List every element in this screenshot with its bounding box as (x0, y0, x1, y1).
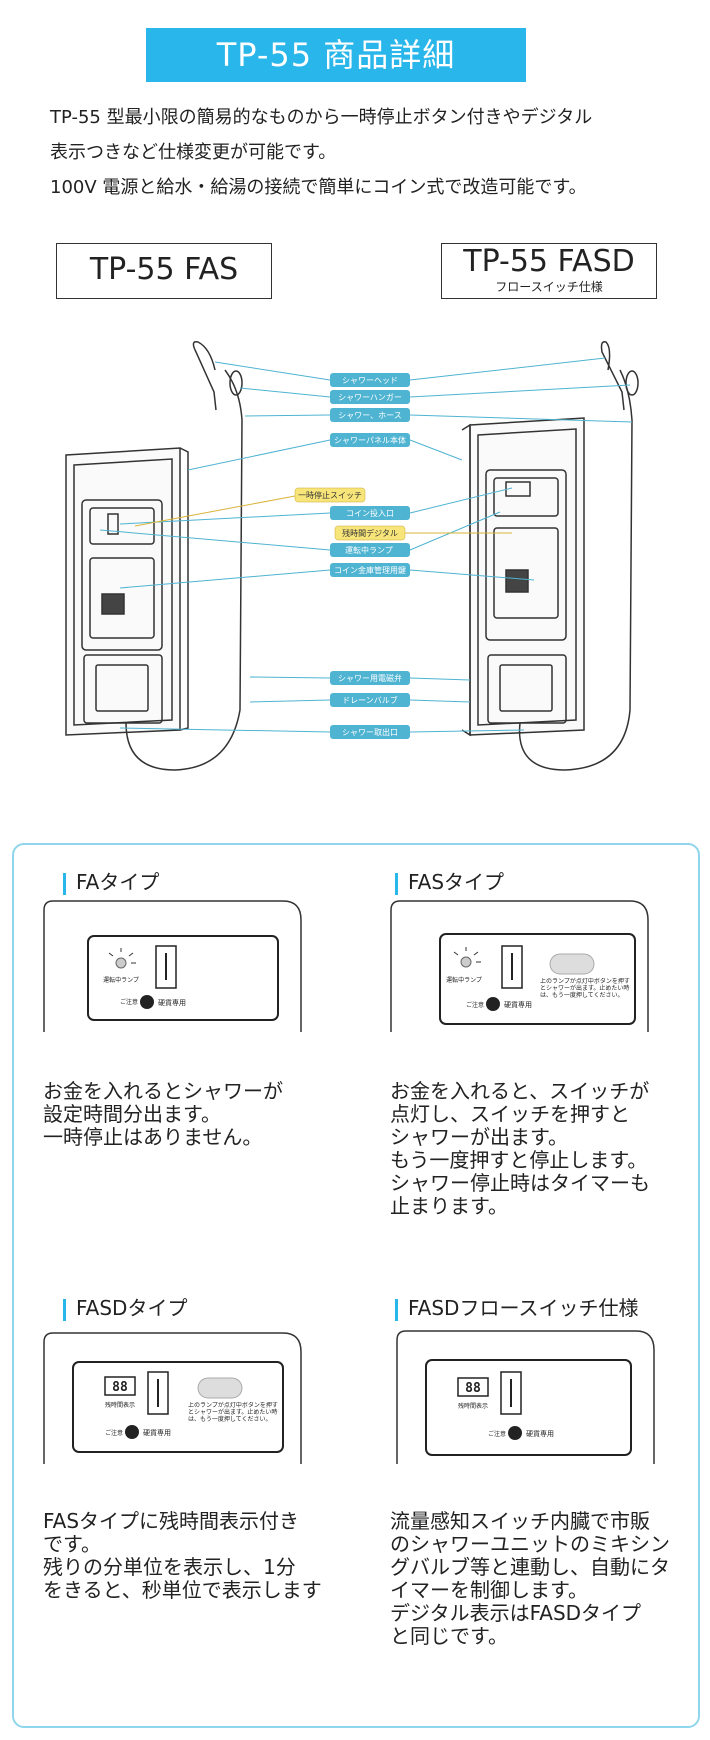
notice-label: ご注意 (105, 1429, 123, 1437)
accent-bar (63, 1298, 66, 1321)
digit-display: 88 (465, 1381, 481, 1396)
callout-leader-lines (99, 357, 633, 733)
running-lamp-label: 運転中ランプ (103, 976, 139, 984)
callout-labels: シャワーヘッド シャワーハンガー シャワー、ホース シャワーパネル本体 一時停止… (294, 373, 410, 739)
model-name: TP-55 FASD (463, 244, 635, 279)
callout-running-lamp: 運転中ランプ (345, 545, 393, 555)
notice-label: ご注意 (488, 1430, 506, 1438)
section-title: FAタイプ (76, 870, 160, 894)
callout-shower-hanger: シャワーハンガー (338, 392, 402, 402)
section-heading-fas: FASタイプ (395, 866, 504, 895)
callout-coin-slot: コイン投入口 (346, 508, 394, 518)
model-name: TP-55 FAS (89, 252, 239, 287)
types-container (12, 843, 700, 1728)
section-title: FASタイプ (408, 870, 505, 894)
lamp-note: 上のランプが点灯中ボタンを押すとシャワーが出ます。止めたい時は、もう一度押してく… (540, 978, 630, 999)
remaining-time-label: 残時間表示 (458, 1402, 488, 1410)
callout-outlet: シャワー取出口 (342, 727, 398, 737)
accent-bar (395, 1298, 398, 1321)
fasd-flow-panel-illustration: 88 残時間表示 ご注意 硬貨専用 (396, 1330, 655, 1464)
callout-drain-valve: ドレーンバルブ (342, 695, 398, 705)
callout-shower-hose: シャワー、ホース (338, 411, 402, 420)
intro-text: TP-55 型最小限の簡易的なものから一時停止ボタン付きやデジタル 表示つきなど… (50, 100, 690, 205)
section-title: FASDフロースイッチ仕様 (408, 1296, 639, 1320)
intro-line-1: TP-55 型最小限の簡易的なものから一時停止ボタン付きやデジタル (50, 107, 593, 128)
accent-bar (63, 872, 66, 895)
hard-coin-label: 硬貨専用 (143, 1428, 171, 1437)
fa-description: お金を入れるとシャワーが 設定時間分出ます。 一時停止はありません。 (43, 1079, 283, 1149)
callout-pause-switch: 一時停止スイッチ (298, 490, 362, 500)
fasd-flow-description: 流量感知スイッチ内臓で市販 のシャワーユニットのミキシン グバルブ等と連動し、自… (390, 1509, 670, 1648)
section-title: FASDタイプ (76, 1296, 188, 1320)
intro-line-2: 表示つきなど仕様変更が可能です。 (50, 142, 337, 163)
fas-description: お金を入れると、スイッチが 点灯し、スイッチを押すと シャワーが出ます。 もう一… (390, 1079, 650, 1218)
fasd-description: FASタイプに残時間表示付き です。 残りの分単位を表示し、1分 をきると、秒単… (43, 1509, 322, 1602)
callout-coin-lock: コイン金庫管理用鍵 (334, 565, 406, 575)
highlight-leader-lines (134, 495, 512, 534)
hard-coin-label: 硬貨専用 (158, 998, 186, 1007)
model-label-fas: TP-55 FAS (56, 243, 272, 299)
section-heading-fa: FAタイプ (63, 866, 159, 895)
page-title-banner: TP-55 商品詳細 (146, 28, 526, 82)
lamp-note: 上のランプが点灯中ボタンを押すとシャワーが出ます。止めたい時は、もう一度押してく… (188, 1402, 278, 1423)
callout-panel-body: シャワーパネル本体 (334, 435, 406, 445)
section-heading-fasd: FASDタイプ (63, 1292, 187, 1321)
fa-panel-illustration: 運転中ランプ ご注意 硬貨専用 (43, 900, 302, 1032)
page-title: TP-55 商品詳細 (216, 36, 456, 74)
product-diagram: シャワーヘッド シャワーハンガー シャワー、ホース シャワーパネル本体 一時停止… (65, 340, 639, 771)
accent-bar (395, 872, 398, 895)
running-lamp-label: 運転中ランプ (446, 976, 482, 984)
callout-solenoid-valve: シャワー用電磁弁 (338, 673, 402, 683)
model-subtitle: フロースイッチ仕様 (495, 280, 603, 294)
hard-coin-label: 硬貨専用 (504, 1000, 532, 1009)
callout-remaining-digital: 残時間デジタル (342, 528, 398, 538)
notice-label: ご注意 (120, 998, 138, 1006)
section-heading-fasd-flow: FASDフロースイッチ仕様 (395, 1292, 638, 1321)
hard-coin-label: 硬貨専用 (526, 1429, 554, 1438)
left-unit-drawing (65, 340, 243, 771)
callout-shower-head: シャワーヘッド (342, 376, 398, 385)
digit-display: 88 (112, 1380, 128, 1395)
model-label-fasd: TP-55 FASD フロースイッチ仕様 (441, 243, 657, 299)
intro-line-3: 100V 電源と給水・給湯の接続で簡単にコイン式で改造可能です。 (50, 177, 587, 198)
remaining-time-label: 残時間表示 (105, 1401, 135, 1409)
notice-label: ご注意 (466, 1001, 484, 1009)
fasd-panel-illustration: 88 残時間表示 上のランプが点灯中ボタンを押すとシャワーが出ます。止めたい時は… (43, 1332, 302, 1464)
fas-panel-illustration: 運転中ランプ 上のランプが点灯中ボタンを押すとシャワーが出ます。止めたい時は、も… (390, 900, 649, 1032)
right-unit-drawing (461, 340, 639, 771)
